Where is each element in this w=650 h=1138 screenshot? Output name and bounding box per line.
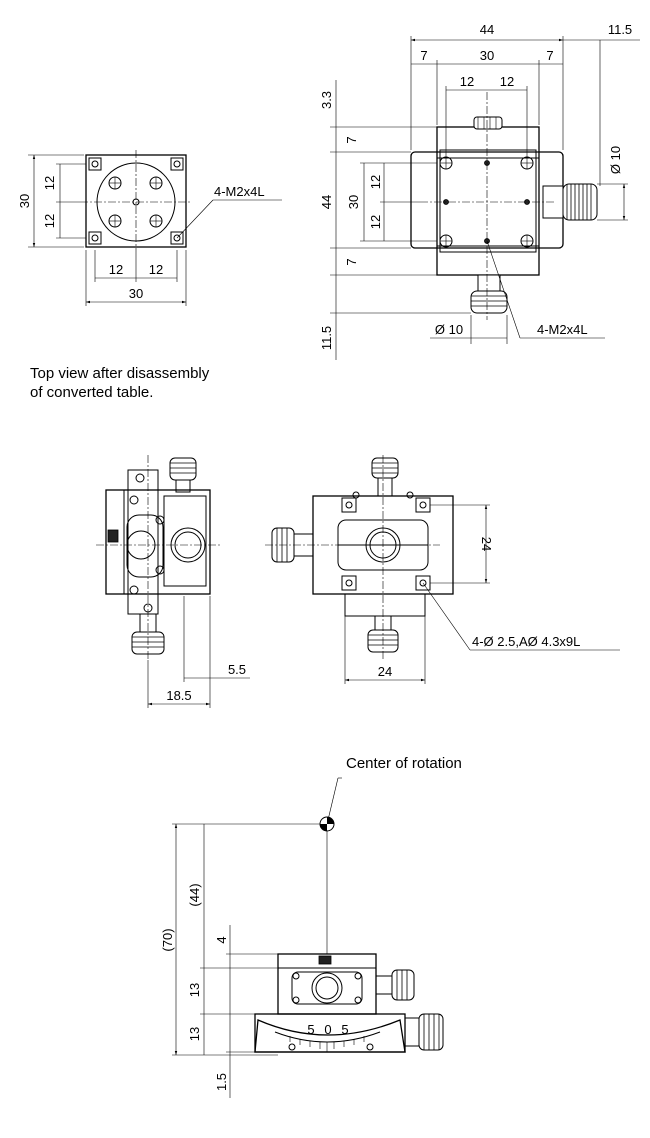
scale-label-left: 5 — [307, 1022, 314, 1037]
dim-total-70: (70) — [160, 928, 175, 951]
bottom-view: Center of rotation — [160, 755, 462, 1098]
rotation-base-knob — [418, 1013, 444, 1051]
dim-13-lower: 13 — [187, 1027, 202, 1041]
dim-lower-12: 12 — [42, 214, 57, 228]
caption-center-of-rotation: Center of rotation — [346, 755, 462, 772]
scale-label-right: 5 — [341, 1022, 348, 1037]
top-right-view: 44 11.5 7 30 7 12 12 3.3 7 44 7 11.5 30 … — [319, 22, 640, 360]
callout-m2-right: 4-M2x4L — [537, 322, 588, 337]
dim-13-upper: 13 — [187, 983, 202, 997]
center-of-rotation-symbol — [319, 816, 335, 832]
dim-offset-5-5: 5.5 — [228, 662, 246, 677]
dim-upper-44: (44) — [187, 883, 202, 906]
rotary-base — [254, 1019, 406, 1053]
dim-4: 4 — [214, 936, 229, 943]
top-plate-holes — [439, 156, 534, 248]
callout-counterbore: 4-Ø 2.5,AØ 4.3x9L — [472, 634, 580, 649]
dim-side-top: 7 — [344, 136, 359, 143]
dim-right-12: 12 — [149, 262, 163, 277]
dim-side-44: 44 — [319, 195, 334, 209]
dim-1-5: 1.5 — [214, 1073, 229, 1091]
dim-inner-upper: 12 — [368, 175, 383, 189]
dim-inner-lower: 12 — [368, 215, 383, 229]
logo-mark-bottom — [318, 955, 332, 965]
corner-holes — [88, 157, 184, 245]
dim-left-margin: 7 — [420, 48, 427, 63]
scale-label-zero: 0 — [324, 1022, 331, 1037]
caption-top-view-line1: Top view after disassembly — [30, 365, 210, 382]
dim-left-12: 12 — [109, 262, 123, 277]
side-top-knob — [169, 457, 197, 481]
dim-height-30: 30 — [17, 194, 32, 208]
dim-width-18-5: 18.5 — [166, 688, 191, 703]
angle-scale: 5 0 5 — [289, 1022, 365, 1052]
stage-top-plate — [436, 126, 540, 276]
dim-knob-dia-right: Ø 10 — [608, 146, 623, 174]
logo-mark — [107, 529, 119, 543]
top-left-view: 30 12 12 12 12 30 4-M2x4L — [17, 150, 282, 306]
bottom-knob — [470, 274, 508, 314]
caption-top-view-line2: of converted table. — [30, 384, 153, 401]
dim-center-30: 30 — [480, 48, 494, 63]
counterbore-holes — [341, 497, 431, 591]
middle-left-view: 5.5 18.5 — [96, 455, 250, 708]
dim-knob-dia-bottom: Ø 10 — [435, 322, 463, 337]
dim-side-bottom: 7 — [344, 258, 359, 265]
dim-knob-offset: 11.5 — [608, 22, 632, 37]
dim-height-24: 24 — [479, 537, 494, 551]
dim-right-margin: 7 — [546, 48, 553, 63]
table-bolts — [108, 176, 163, 228]
top-knob — [473, 116, 503, 130]
dim-inner-30: 30 — [346, 195, 361, 209]
middle-right-view: 24 24 4-Ø 2.5,AØ 4.3x9L — [265, 455, 620, 684]
dim-bottom-offset: 11.5 — [319, 326, 334, 350]
dim-width-30: 30 — [129, 286, 143, 301]
dim-width-24: 24 — [378, 664, 392, 679]
dim-overall-44: 44 — [480, 22, 494, 37]
dim-upper-12: 12 — [42, 176, 57, 190]
rotation-upper-knob — [391, 969, 415, 1001]
dim-top-offset: 3.3 — [319, 91, 334, 109]
callout-m2: 4-M2x4L — [214, 184, 265, 199]
dim-half-right: 12 — [500, 74, 514, 89]
dim-half-left: 12 — [460, 74, 474, 89]
